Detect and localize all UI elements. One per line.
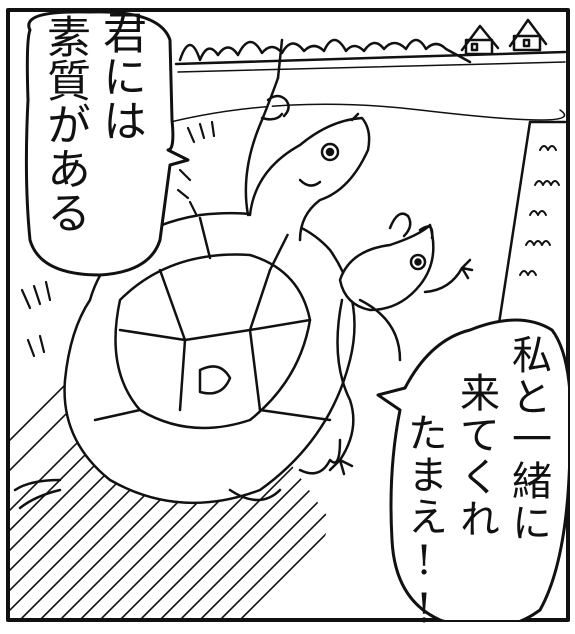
turtle-head bbox=[248, 112, 371, 242]
wall bbox=[496, 120, 567, 332]
speech-right-line-1: 私と一緒に bbox=[505, 334, 551, 544]
speech-bubble-right bbox=[376, 318, 568, 620]
road-edge bbox=[109, 103, 566, 141]
grass-marks bbox=[519, 145, 560, 276]
turtle-foot bbox=[13, 365, 342, 510]
house-left-icon bbox=[460, 24, 500, 56]
panel-border bbox=[6, 8, 570, 622]
speech-right-line-3: たまえ!! bbox=[401, 412, 447, 634]
horizon-line bbox=[174, 50, 567, 66]
motion-marks bbox=[20, 120, 216, 358]
background-bushes bbox=[178, 38, 472, 64]
speech-bubble-left bbox=[24, 10, 190, 277]
frog bbox=[328, 212, 474, 476]
speech-left-line-2: 素質がある bbox=[39, 14, 90, 234]
speech-right-line-2: 来てくれ bbox=[453, 372, 499, 540]
speech-left-line-1: 君には bbox=[95, 10, 146, 142]
house-right-icon bbox=[508, 18, 548, 52]
turtle-raised-arm bbox=[244, 38, 290, 217]
turtle-shell bbox=[63, 211, 356, 505]
